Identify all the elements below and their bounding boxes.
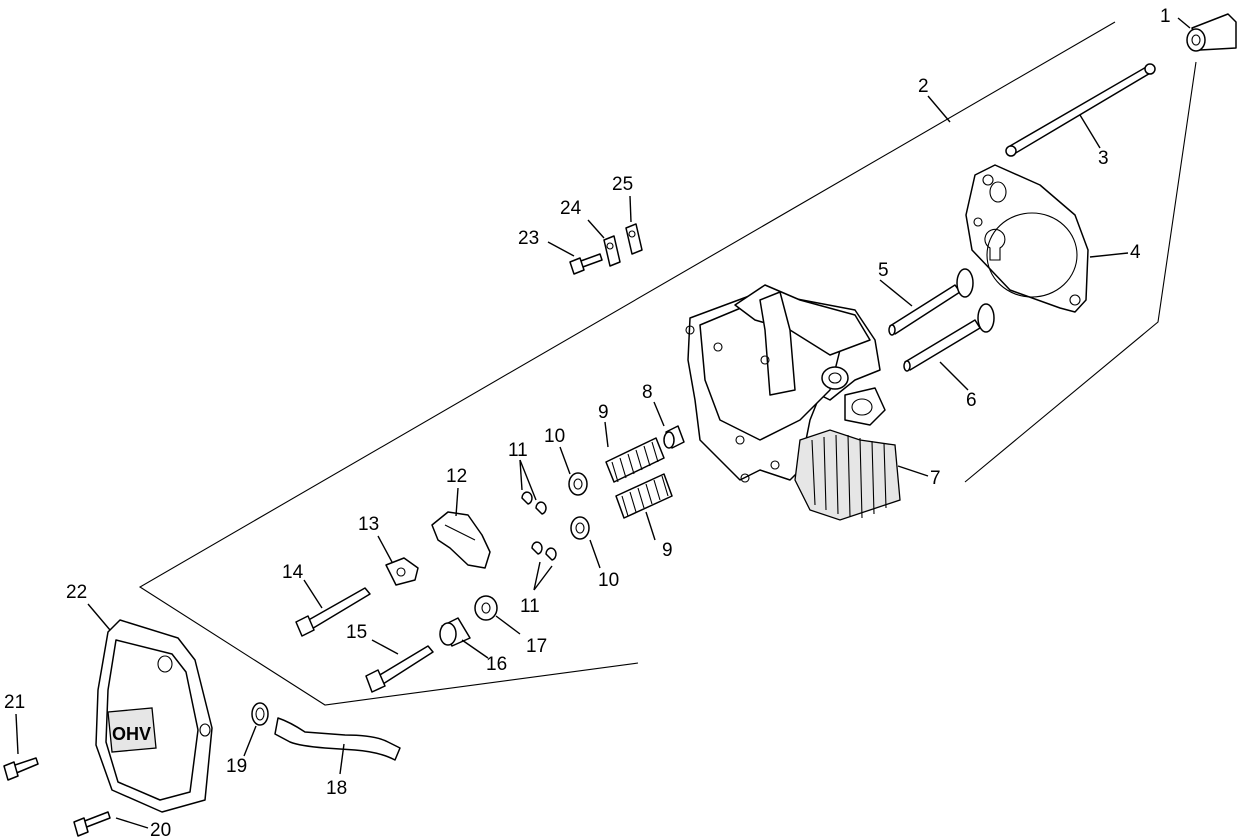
push-rod-part <box>1005 63 1156 157</box>
callout-12: 12 <box>446 466 467 487</box>
rocker-arm-part <box>431 511 491 569</box>
callout-20: 20 <box>150 820 171 840</box>
exhaust-valve-part <box>903 303 995 372</box>
callout-16: 16 <box>486 654 507 675</box>
cylinder-head-part <box>685 284 901 521</box>
cover-screw-lower-part <box>73 811 111 837</box>
callout-10-upper: 10 <box>544 426 565 447</box>
rocker-adjuster-part <box>385 557 419 586</box>
head-gasket-part <box>965 164 1089 313</box>
callout-11-upper: 11 <box>508 440 528 461</box>
callout-9-upper: 9 <box>598 402 609 423</box>
callout-11-lower: 11 <box>520 596 540 617</box>
cover-screw-left-part <box>3 757 39 781</box>
spring-retainer-upper-part <box>568 472 588 496</box>
bracket-screw-part <box>569 253 603 275</box>
head-bolt-part <box>365 645 434 693</box>
callout-8: 8 <box>642 382 653 403</box>
kit-outline <box>964 61 1197 483</box>
spacer-part <box>439 617 471 647</box>
callout-19: 19 <box>226 756 247 777</box>
wire-clip-b-part <box>625 223 643 255</box>
valve-cover-text: OHV <box>112 724 151 744</box>
callout-23: 23 <box>518 228 539 249</box>
intake-valve-part <box>888 268 974 336</box>
callout-14: 14 <box>282 562 304 583</box>
callout-13: 13 <box>358 514 379 535</box>
valve-spring-lower-part <box>615 473 673 519</box>
callout-10-lower: 10 <box>598 570 619 591</box>
rocker-stud-part <box>295 587 371 637</box>
breather-hose-part <box>274 717 401 761</box>
callout-15: 15 <box>346 622 367 643</box>
callout-17: 17 <box>526 636 547 657</box>
callout-18: 18 <box>326 778 347 799</box>
washer-part <box>474 595 498 621</box>
callout-9-lower: 9 <box>662 540 673 561</box>
callout-2: 2 <box>918 76 929 97</box>
callout-1: 1 <box>1160 6 1171 27</box>
callout-3: 3 <box>1098 148 1109 169</box>
callout-5: 5 <box>878 260 889 281</box>
valve-keepers-upper-part <box>521 491 547 515</box>
hose-clamp-part <box>251 702 269 726</box>
callout-21: 21 <box>4 692 25 713</box>
breather-fitting-part <box>1186 13 1237 52</box>
callout-6: 6 <box>966 390 977 411</box>
valve-spring-upper-part <box>605 437 665 483</box>
callout-24: 24 <box>560 198 582 219</box>
wire-clip-a-part <box>603 235 621 267</box>
callout-25: 25 <box>612 174 633 195</box>
callout-4: 4 <box>1130 242 1141 263</box>
callout-7: 7 <box>930 468 941 489</box>
valve-cover-part: OHV <box>95 619 213 813</box>
valve-keepers-lower-part <box>531 541 557 561</box>
spring-retainer-lower-part <box>570 516 590 540</box>
valve-stem-seal-part <box>663 425 685 449</box>
callout-22: 22 <box>66 582 87 603</box>
kit-outline-upper <box>138 21 1116 706</box>
leader-lines <box>15 17 1191 829</box>
